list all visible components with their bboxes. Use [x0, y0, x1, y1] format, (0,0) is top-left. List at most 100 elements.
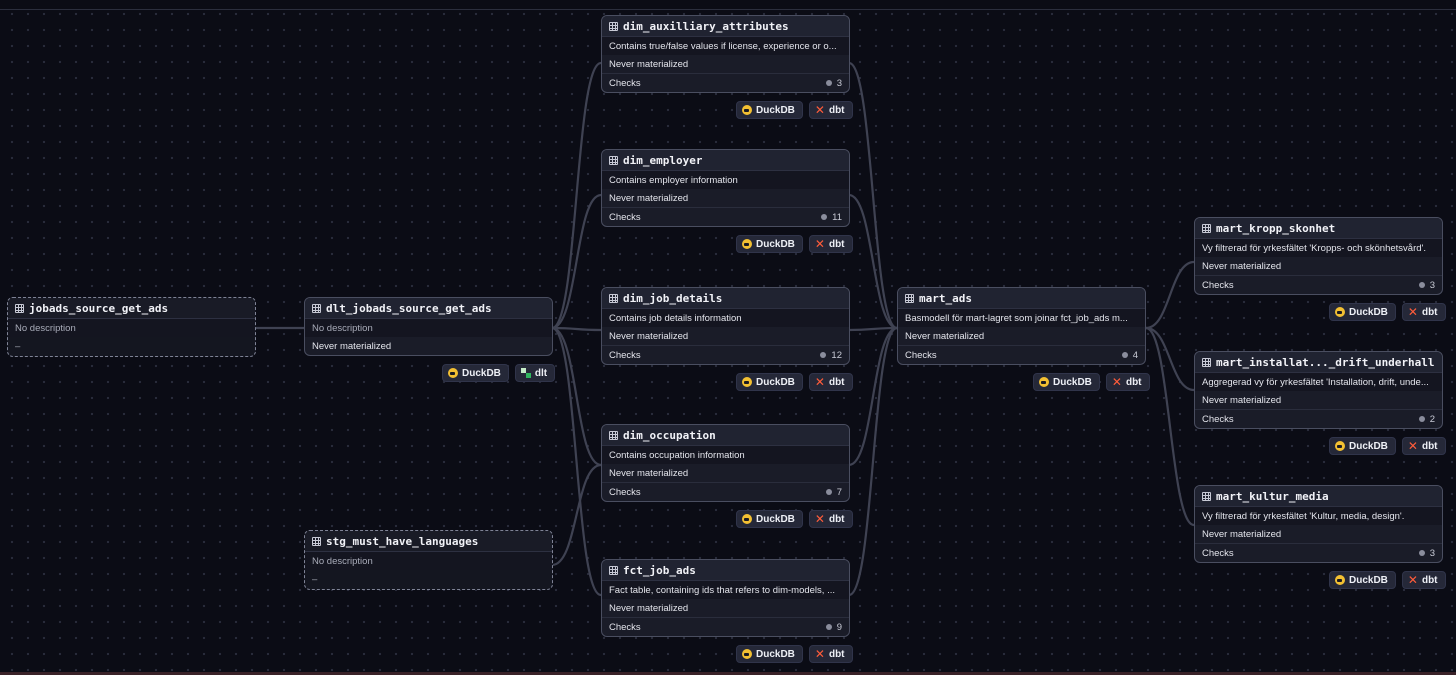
node-description: Vy filtrerad för yrkesfältet 'Kultur, me… — [1195, 507, 1442, 525]
materialization-status: Never materialized — [609, 192, 689, 204]
node-header[interactable]: jobads_source_get_ads — [8, 298, 255, 319]
node-description: Vy filtrerad för yrkesfältet 'Kropps- oc… — [1195, 239, 1442, 257]
node-dim-employer[interactable]: dim_employer Contains employer informati… — [601, 149, 850, 227]
checks-count: 12 — [820, 350, 842, 361]
checks-count: 3 — [1418, 548, 1435, 559]
edge — [551, 326, 602, 332]
dbt-badge[interactable]: ✕dbt — [808, 373, 853, 391]
table-icon — [905, 293, 914, 303]
node-fct-job-ads[interactable]: fct_job_ads Fact table, containing ids t… — [601, 559, 850, 637]
node-placeholder: – — [15, 340, 21, 352]
node-description: Contains occupation information — [602, 446, 849, 464]
duckdb-badge[interactable]: DuckDB — [1329, 303, 1396, 321]
table-icon — [609, 430, 618, 440]
duckdb-icon — [742, 105, 752, 115]
checks-count: 3 — [1418, 280, 1435, 291]
duckdb-icon — [1335, 575, 1345, 585]
node-mart-kultur-media[interactable]: mart_kultur_media Vy filtrerad för yrkes… — [1194, 485, 1443, 563]
duckdb-badge[interactable]: DuckDB — [736, 373, 803, 391]
node-dim-auxilliary-attributes[interactable]: dim_auxilliary_attributes Contains true/… — [601, 15, 850, 93]
materialization-status: Never materialized — [609, 330, 689, 342]
node-title: mart_kropp_skonhet — [1216, 221, 1336, 235]
edge — [1145, 326, 1195, 527]
duckdb-badge[interactable]: DuckDB — [442, 364, 509, 382]
node-title: dlt_jobads_source_get_ads — [326, 301, 492, 315]
node-jobads-source-get-ads[interactable]: jobads_source_get_ads No description – — [7, 297, 256, 357]
duckdb-badge[interactable]: DuckDB — [736, 510, 803, 528]
status-dot-icon — [821, 214, 828, 220]
node-header[interactable]: mart_ads — [898, 288, 1145, 309]
dlt-icon — [520, 368, 531, 378]
table-icon — [312, 303, 321, 313]
node-dlt-jobads-source-get-ads[interactable]: dlt_jobads_source_get_ads No description… — [304, 297, 553, 356]
node-header[interactable]: dim_auxilliary_attributes — [602, 16, 849, 37]
duckdb-badge[interactable]: DuckDB — [736, 235, 803, 253]
dbt-badge[interactable]: ✕dbt — [1105, 373, 1150, 391]
table-icon — [312, 536, 321, 546]
checks-count: 7 — [825, 487, 842, 498]
dbt-badge[interactable]: ✕dbt — [808, 645, 853, 663]
node-title: dim_job_details — [623, 291, 723, 305]
table-icon — [609, 21, 618, 31]
edge — [848, 326, 898, 467]
node-badges: DuckDB ✕dbt — [1329, 303, 1446, 321]
node-header[interactable]: mart_kropp_skonhet — [1195, 218, 1442, 239]
dbt-icon: ✕ — [1407, 573, 1418, 587]
checks-row[interactable]: Checks 11 — [602, 207, 849, 226]
node-header[interactable]: mart_kultur_media — [1195, 486, 1442, 507]
node-badges: DuckDB ✕dbt — [1329, 571, 1446, 589]
checks-row[interactable]: Checks 12 — [602, 345, 849, 364]
node-header[interactable]: dim_employer — [602, 150, 849, 171]
table-icon — [15, 303, 24, 313]
node-header[interactable]: mart_installat..._drift_underhall — [1195, 352, 1442, 373]
top-divider — [0, 9, 1456, 10]
checks-row[interactable]: Checks 3 — [602, 73, 849, 92]
checks-label: Checks — [905, 349, 937, 361]
dbt-icon: ✕ — [814, 237, 825, 251]
status-dot-icon — [825, 80, 832, 86]
checks-row[interactable]: Checks 3 — [1195, 543, 1442, 562]
status-dot-icon — [1418, 282, 1425, 288]
duckdb-icon — [1335, 441, 1345, 451]
duckdb-badge[interactable]: DuckDB — [1329, 571, 1396, 589]
materialization-status: Never materialized — [609, 602, 689, 614]
duckdb-badge[interactable]: DuckDB — [1033, 373, 1100, 391]
node-header[interactable]: dlt_jobads_source_get_ads — [305, 298, 552, 319]
dbt-badge[interactable]: ✕dbt — [1401, 571, 1446, 589]
dbt-badge[interactable]: ✕dbt — [1401, 303, 1446, 321]
checks-label: Checks — [1202, 279, 1234, 291]
duckdb-badge[interactable]: DuckDB — [1329, 437, 1396, 455]
duckdb-badge[interactable]: DuckDB — [736, 101, 803, 119]
node-mart-ads[interactable]: mart_ads Basmodell för mart-lagret som j… — [897, 287, 1146, 365]
checks-row[interactable]: Checks 4 — [898, 345, 1145, 364]
node-stg-must-have-languages[interactable]: stg_must_have_languages No description – — [304, 530, 553, 590]
node-title: fct_job_ads — [623, 563, 696, 577]
node-dim-occupation[interactable]: dim_occupation Contains occupation infor… — [601, 424, 850, 502]
edge — [551, 61, 602, 330]
node-header[interactable]: dim_occupation — [602, 425, 849, 446]
edge — [1145, 326, 1195, 392]
node-dim-job-details[interactable]: dim_job_details Contains job details inf… — [601, 287, 850, 365]
duckdb-icon — [1335, 307, 1345, 317]
dbt-badge[interactable]: ✕dbt — [808, 510, 853, 528]
checks-row[interactable]: Checks 7 — [602, 482, 849, 501]
checks-row[interactable]: Checks 3 — [1195, 275, 1442, 294]
node-header[interactable]: fct_job_ads — [602, 560, 849, 581]
status-dot-icon — [825, 624, 832, 630]
dbt-badge[interactable]: ✕dbt — [808, 235, 853, 253]
node-header[interactable]: stg_must_have_languages — [305, 531, 552, 552]
checks-row[interactable]: Checks 2 — [1195, 409, 1442, 428]
checks-row[interactable]: Checks 9 — [602, 617, 849, 636]
dbt-badge[interactable]: ✕dbt — [808, 101, 853, 119]
node-description: Contains job details information — [602, 309, 849, 327]
node-mart-installation-drift-underhall[interactable]: mart_installat..._drift_underhall Aggreg… — [1194, 351, 1443, 429]
edge — [551, 193, 602, 330]
duckdb-badge[interactable]: DuckDB — [736, 645, 803, 663]
edge — [551, 463, 602, 567]
node-mart-kropp-skonhet[interactable]: mart_kropp_skonhet Vy filtrerad för yrke… — [1194, 217, 1443, 295]
node-badges: DuckDB dlt — [442, 364, 556, 382]
node-header[interactable]: dim_job_details — [602, 288, 849, 309]
dbt-badge[interactable]: ✕dbt — [1401, 437, 1446, 455]
dlt-badge[interactable]: dlt — [514, 364, 556, 382]
node-description: No description — [305, 319, 552, 337]
